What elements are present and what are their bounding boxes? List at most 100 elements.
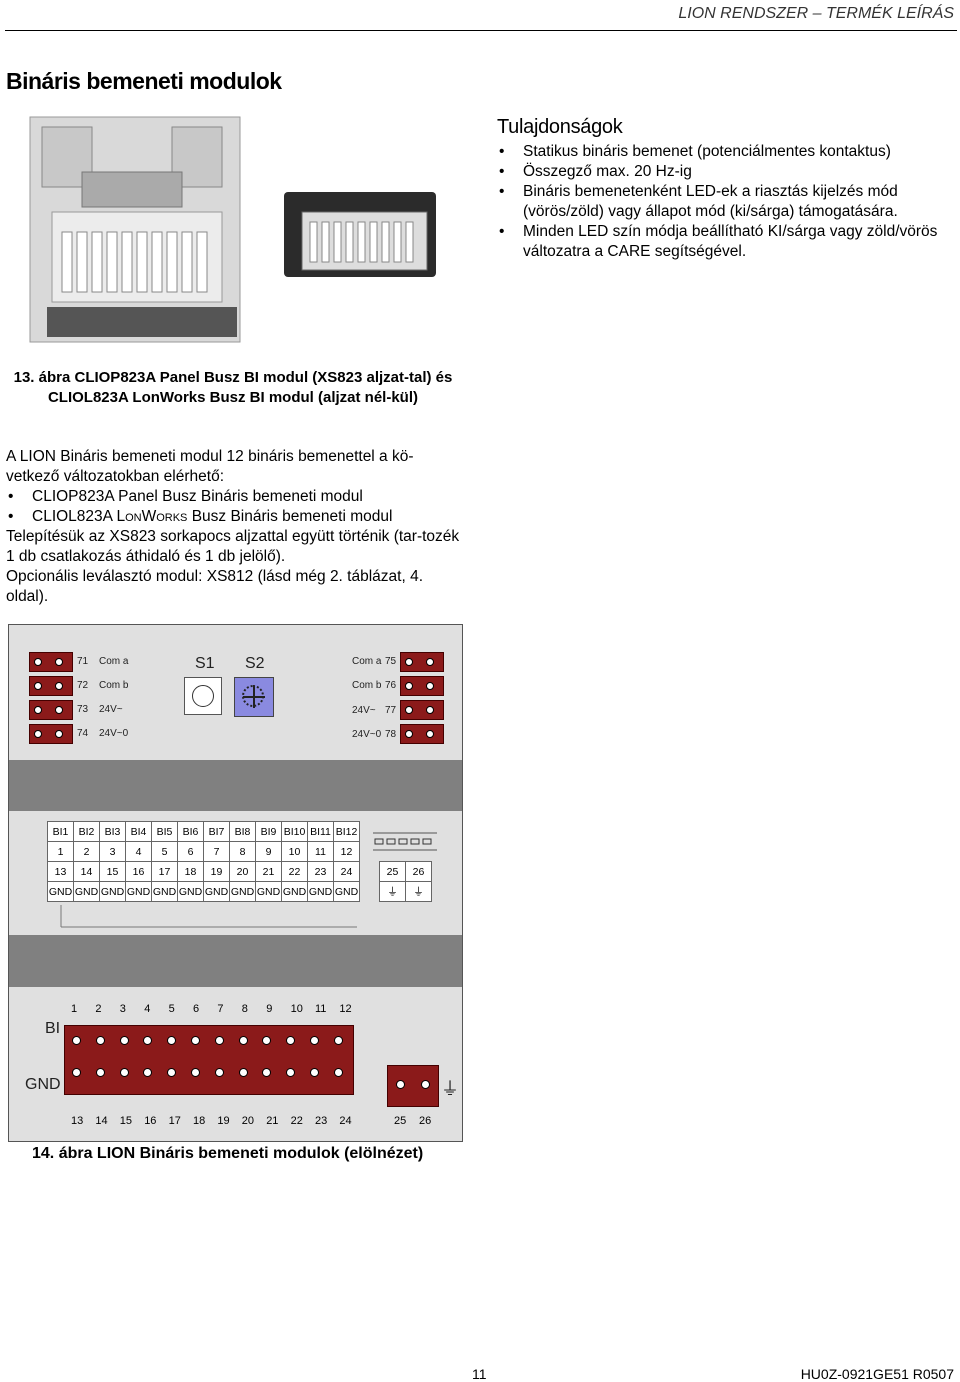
table-cell: BI5 — [151, 821, 178, 842]
terminal-label: Com b — [99, 680, 129, 691]
terminal-number: 72 — [77, 680, 89, 691]
wiring-lines-icon — [60, 905, 357, 928]
table-cell: GND — [255, 881, 282, 902]
optional-paragraph: Opcionális leválasztó modul: XS812 (lásd… — [6, 568, 424, 605]
variant-item: CLIOL823A LonWorks Busz Bináris bemeneti… — [6, 507, 461, 527]
gnd-terminal-number: 13 — [71, 1115, 84, 1127]
bi-terminal-number: 7 — [217, 1003, 224, 1015]
terminal-number: 78 — [385, 729, 397, 740]
property-item: Minden LED szín módja beállítható KI/sár… — [497, 222, 947, 262]
table-cell: GND — [151, 881, 178, 902]
gnd-terminal-number: 20 — [241, 1115, 255, 1127]
table-cell: 7 — [203, 841, 230, 862]
table-cell: BI1 — [47, 821, 74, 842]
document-code: HU0Z-0921GE51 R0507 — [800, 1366, 954, 1382]
terminal-number: 76 — [385, 680, 397, 691]
gnd-terminal-number: 19 — [217, 1115, 230, 1127]
table-cell: BI2 — [73, 821, 100, 842]
terminal-number: 77 — [385, 705, 397, 716]
bi-terminal-block — [64, 1025, 354, 1095]
extra-terminal-number: 25 — [394, 1115, 407, 1127]
terminal-hole — [143, 1036, 153, 1045]
terminal-number: 73 — [77, 704, 89, 715]
terminal-label: 24V~0 — [352, 729, 382, 740]
bi-terminal-number: 8 — [241, 1003, 248, 1015]
table-cell: 22 — [281, 861, 308, 882]
terminal-pair — [29, 652, 73, 672]
terminal-hole — [95, 1036, 105, 1045]
table-cell: 20 — [229, 861, 256, 882]
terminal-hole — [191, 1036, 200, 1045]
terminal-pair — [400, 724, 444, 744]
table-cell: GND — [281, 881, 308, 902]
terminal-hole — [262, 1036, 272, 1045]
terminal-hole — [286, 1068, 296, 1077]
bi-terminal-number: 6 — [193, 1003, 200, 1015]
table-cell: GND — [177, 881, 204, 902]
table-cell: 1 — [47, 841, 74, 862]
table-cell: BI6 — [177, 821, 204, 842]
terminal-hole — [214, 1036, 224, 1045]
extra-terminal-block — [387, 1065, 439, 1107]
terminal-pair — [400, 652, 444, 672]
terminal-label: Com b — [352, 680, 382, 691]
terminal-hole — [310, 1036, 319, 1045]
terminal-hole — [119, 1068, 129, 1077]
terminal-number: 75 — [385, 656, 397, 667]
gnd-terminal-number: 18 — [193, 1115, 206, 1127]
terminal-label: Com a — [99, 656, 129, 667]
terminal-hole — [286, 1036, 296, 1045]
gnd-row-label: GND — [25, 1076, 61, 1093]
terminal-hole — [95, 1068, 105, 1077]
table-cell: 19 — [203, 861, 230, 882]
bi-terminal-number: 1 — [71, 1003, 78, 1015]
table-cell: 4 — [125, 841, 152, 862]
variant-text: Busz Bináris bemeneti modul — [187, 508, 393, 525]
table-cell: 15 — [99, 861, 126, 882]
bi-terminal-number: 12 — [339, 1003, 352, 1015]
table-cell: 2 — [73, 841, 100, 862]
section-title: Bináris bemeneti modulok — [6, 68, 282, 94]
table-cell: 8 — [229, 841, 256, 862]
bi-row-label: BI — [45, 1020, 61, 1037]
bi-terminal-number: 4 — [144, 1003, 151, 1015]
table-cell: GND — [99, 881, 126, 902]
terminal-hole — [214, 1068, 224, 1077]
s2-label: S2 — [245, 655, 265, 672]
table-cell: BI10 — [281, 821, 308, 842]
terminal-label: 24V~0 — [99, 728, 129, 739]
table-cell: 21 — [255, 861, 282, 882]
table-cell: 5 — [151, 841, 178, 862]
table-cell: GND — [333, 881, 360, 902]
gnd-terminal-number: 16 — [144, 1115, 157, 1127]
terminal-hole — [167, 1068, 177, 1077]
s2-rotary-switch — [234, 677, 274, 717]
table-cell: 3 — [99, 841, 126, 862]
table-cell: 13 — [47, 861, 74, 882]
terminal-hole — [421, 1080, 430, 1089]
table-cell: GND — [73, 881, 100, 902]
s1-label: S1 — [195, 655, 215, 672]
terminal-hole — [310, 1068, 319, 1077]
gnd-terminal-number: 23 — [315, 1115, 328, 1127]
bi-terminal-number: 11 — [315, 1003, 327, 1015]
bi-terminal-number: 3 — [119, 1003, 126, 1015]
table-cell: 18 — [177, 861, 204, 882]
variant-text: CLIOL823A — [32, 508, 117, 525]
variant-list: CLIOP823A Panel Busz Bináris bemeneti mo… — [6, 487, 461, 527]
properties-list: Statikus bináris bemenet (potenciálmente… — [497, 142, 947, 262]
lonworks-text: LonWorks — [116, 508, 188, 525]
terminal-pair — [29, 724, 73, 744]
header-title: LION RENDSZER – TERMÉK LEÍRÁS — [678, 5, 954, 22]
extra-terminal-number: 26 — [419, 1115, 432, 1127]
table-cell: 17 — [151, 861, 178, 882]
product-photo — [29, 116, 436, 343]
body-text: A LION Bináris bemeneti modul 12 bináris… — [6, 447, 461, 607]
table-cell: 24 — [333, 861, 360, 882]
install-paragraph: Telepítésük az XS823 sorkapocs aljzattal… — [6, 528, 460, 565]
header-rule — [5, 30, 957, 31]
table-cell: GND — [203, 881, 230, 902]
